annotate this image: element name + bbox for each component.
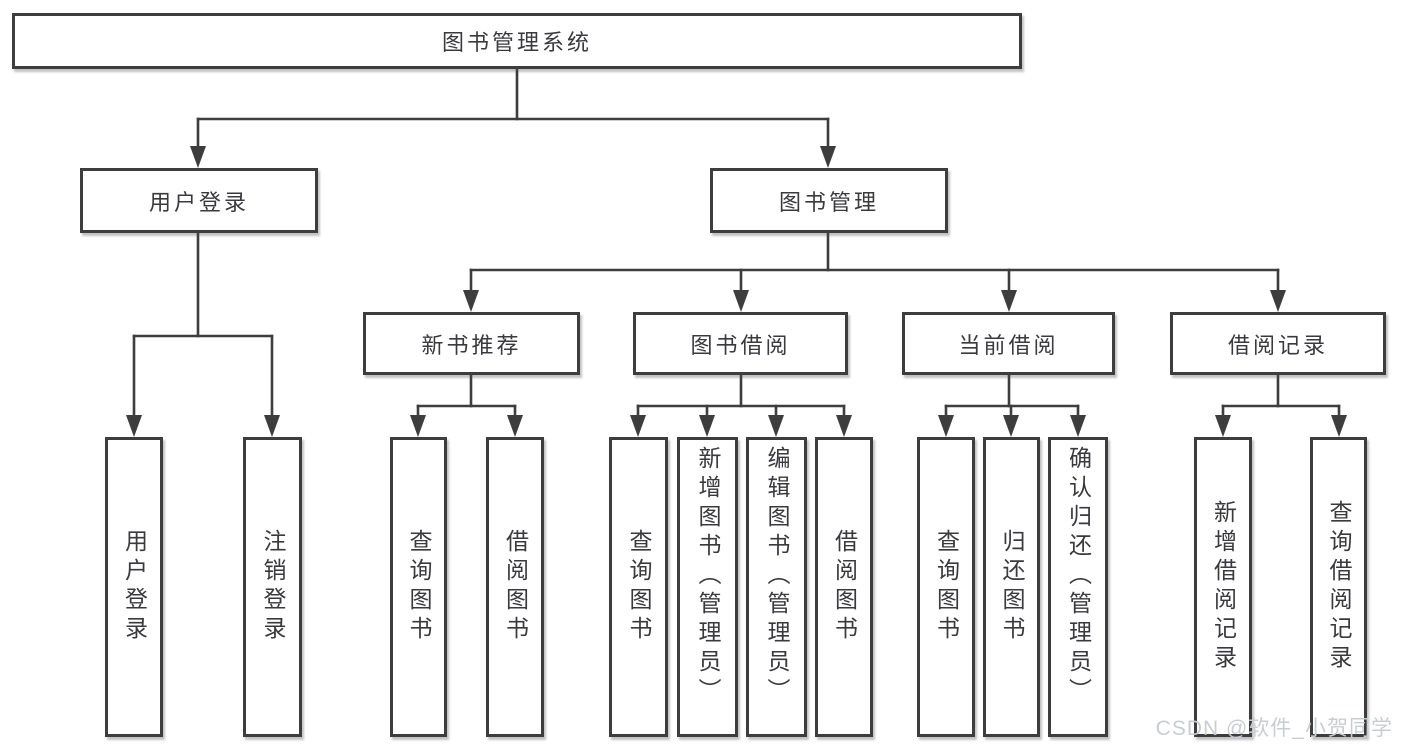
node-book-borrow: 图书借阅 (633, 312, 848, 375)
leaf-query-books-recommend: 查询图书 (390, 437, 447, 737)
watermark: CSDN @软件_小贺同学 (1155, 717, 1393, 740)
leaf-borrow-books: 借阅图书 (815, 437, 873, 737)
leaf-confirm-return-admin: 确认归还（管理员） (1048, 437, 1108, 737)
leaf-borrow-books-recommend: 借阅图书 (486, 437, 544, 737)
leaf-edit-book-admin: 编辑图书（管理员） (746, 437, 807, 737)
leaf-add-borrow-record: 新增借阅记录 (1194, 437, 1252, 737)
connector-user-login-to-leaves (126, 231, 280, 437)
connector-borrow-records-to-leaves (1215, 373, 1347, 437)
node-borrow-records: 借阅记录 (1170, 312, 1386, 375)
node-current-borrow: 当前借阅 (902, 312, 1115, 375)
leaf-query-borrow-record: 查询借阅记录 (1310, 437, 1367, 737)
node-new-book-recommend: 新书推荐 (363, 312, 580, 375)
connector-current-borrow-to-leaves (938, 373, 1086, 437)
connector-book-mgmt-to-level3 (463, 231, 1286, 312)
node-user-login: 用户登录 (80, 168, 318, 233)
node-book-management: 图书管理 (710, 168, 948, 233)
connector-new-books-to-leaves (410, 373, 523, 437)
leaf-user-login: 用户登录 (105, 437, 163, 737)
node-root: 图书管理系统 (12, 13, 1022, 69)
leaf-return-books: 归还图书 (983, 437, 1040, 737)
leaf-add-book-admin: 新增图书（管理员） (677, 437, 738, 737)
leaf-logout: 注销登录 (243, 437, 302, 737)
connector-book-borrow-to-leaves (630, 373, 852, 437)
leaf-query-books-borrow: 查询图书 (609, 437, 668, 737)
connector-root-to-level2 (190, 67, 836, 168)
leaf-query-books-current: 查询图书 (917, 437, 975, 737)
